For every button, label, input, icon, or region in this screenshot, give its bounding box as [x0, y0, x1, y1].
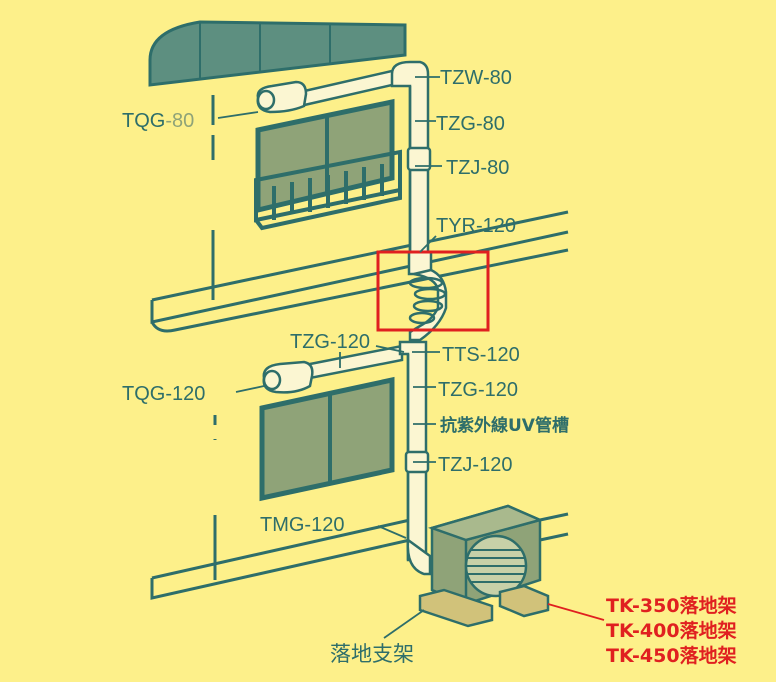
balcony-railing: [254, 149, 402, 231]
label-tqg-120: TQG-120: [122, 383, 205, 405]
top-horizontal-duct: [256, 66, 407, 114]
vertical-duct-bottom: [398, 340, 432, 576]
label-ground-stand: 落地支架: [330, 642, 414, 666]
label-tk-350: TK-350落地架: [606, 594, 737, 617]
highlight-box: [376, 250, 490, 332]
label-tqg-80-part-b: -80: [165, 110, 194, 132]
vertical-duct-top: [390, 60, 432, 264]
label-tzw-80: TZW-80: [440, 67, 512, 89]
ground-stand: [418, 584, 550, 628]
label-tyr-120: TYR-120: [436, 215, 516, 237]
bottom-window: [259, 376, 395, 502]
label-tk-400: TK-400落地架: [606, 619, 737, 642]
label-tk-450: TK-450落地架: [606, 644, 737, 667]
flexible-joint: [407, 250, 448, 342]
label-tqg-80-part-a: TQG: [122, 110, 165, 132]
label-tzg-120: TZG-120: [438, 379, 518, 401]
label-tzg-80: TZG-80: [436, 113, 505, 135]
ac-outdoor-unit: [427, 504, 544, 606]
label-tmg-120: TMG-120: [260, 514, 344, 536]
awning: [148, 20, 407, 87]
label-tzj-120: TZJ-120: [438, 454, 512, 476]
label-tts-120: TTS-120: [442, 344, 520, 366]
lower-horizontal-duct: [262, 344, 404, 394]
leader-lines: [217, 76, 442, 639]
label-tzj-80: TZJ-80: [446, 157, 509, 179]
label-uv-duct: 抗紫外線UV管槽: [440, 415, 569, 436]
label-tzg-120-top: TZG-120: [290, 331, 370, 353]
red-leader-line: [547, 603, 605, 621]
label-tqg-80: TQG-80: [122, 110, 194, 132]
